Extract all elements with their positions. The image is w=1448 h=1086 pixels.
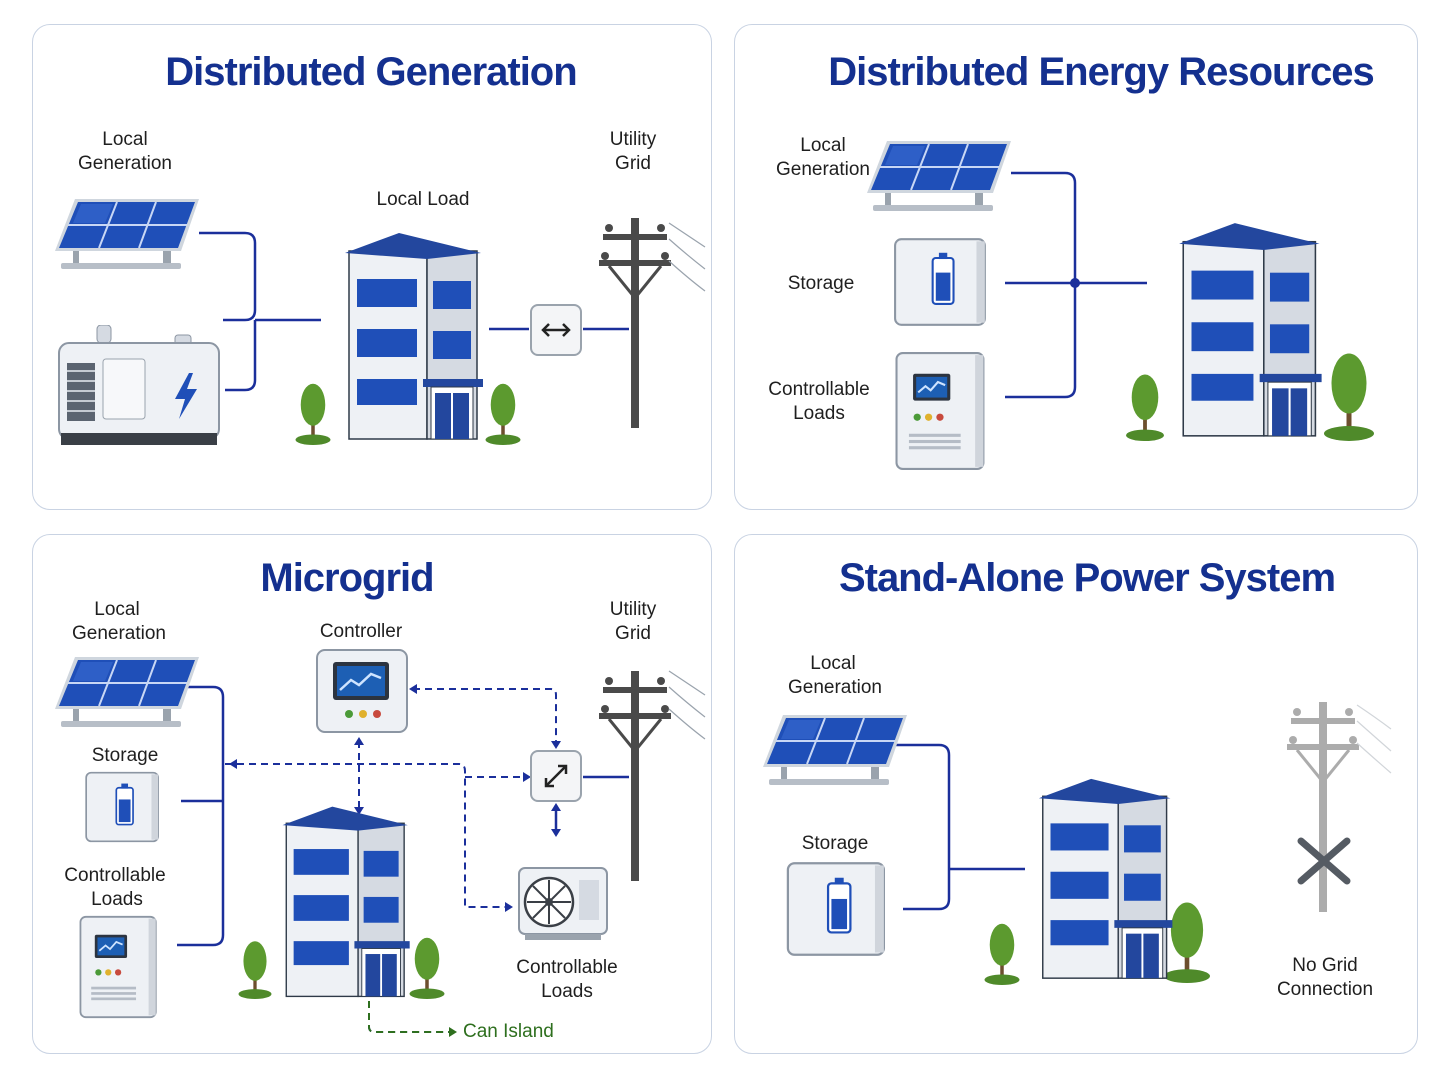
controller-label: Controller bbox=[320, 621, 403, 642]
arrowheads bbox=[229, 684, 561, 912]
tree-icon bbox=[1324, 353, 1374, 441]
tree-icon bbox=[295, 383, 331, 445]
tree-icon bbox=[485, 383, 521, 445]
solar-panel-icon bbox=[54, 656, 200, 728]
connection-lines bbox=[895, 743, 1025, 911]
distributed-generation-diagram: Distributed Generation Local Generation … bbox=[54, 50, 706, 446]
utility-pole-icon bbox=[597, 216, 673, 430]
panel-title: Distributed Generation bbox=[165, 50, 576, 94]
generator-icon bbox=[58, 325, 220, 446]
local-generation-label-2: Generation bbox=[78, 153, 172, 174]
junction-node bbox=[1070, 278, 1080, 288]
panel-microgrid: Microgrid Local Generation Controller Ut… bbox=[32, 534, 712, 1054]
local-generation-label-2: Generation bbox=[776, 159, 870, 180]
local-load-label: Local Load bbox=[377, 189, 470, 210]
local-generation-label-1: Local bbox=[102, 129, 147, 150]
controllable-loads-right-label-1: Controllable bbox=[516, 957, 617, 978]
building-icon bbox=[1178, 222, 1323, 437]
tree-icon bbox=[238, 941, 272, 999]
no-grid-x-icon bbox=[1297, 837, 1351, 885]
building-icon bbox=[344, 232, 483, 440]
local-generation-label-1: Local bbox=[800, 135, 845, 156]
power-wires bbox=[668, 222, 706, 292]
microgrid-diagram: Microgrid Local Generation Controller Ut… bbox=[54, 556, 706, 1042]
panel-title: Stand-Alone Power System bbox=[839, 556, 1335, 600]
no-grid-label-2: Connection bbox=[1277, 979, 1373, 1000]
panel-title: Microgrid bbox=[260, 556, 433, 600]
stand-alone-diagram: Stand-Alone Power System Local Generatio… bbox=[762, 556, 1392, 1000]
bidirectional-switch-icon bbox=[529, 303, 583, 357]
storage-label: Storage bbox=[788, 273, 855, 294]
tree-icon bbox=[409, 937, 445, 999]
local-generation-label-1: Local bbox=[810, 653, 855, 674]
panel-title: Distributed Energy Resources bbox=[828, 50, 1374, 94]
tree-icon bbox=[1126, 374, 1164, 441]
tree-icon bbox=[984, 923, 1020, 985]
local-generation-label-2: Generation bbox=[72, 623, 166, 644]
controllable-loads-label-1: Controllable bbox=[768, 379, 869, 400]
controllable-loads-left-label-1: Controllable bbox=[64, 865, 165, 886]
controllable-load-icon bbox=[895, 352, 985, 470]
utility-grid-label-2: Grid bbox=[615, 623, 651, 644]
power-wires bbox=[668, 670, 706, 740]
building-icon bbox=[281, 805, 411, 998]
controllable-load-icon bbox=[79, 915, 157, 1019]
solar-panel-icon bbox=[866, 140, 1012, 212]
storage-label: Storage bbox=[92, 745, 159, 766]
connection-lines bbox=[199, 231, 629, 392]
heat-pump-icon bbox=[517, 866, 609, 942]
can-island-label: Can Island bbox=[463, 1021, 554, 1042]
controllable-loads-label-2: Loads bbox=[793, 403, 845, 424]
local-generation-label-2: Generation bbox=[788, 677, 882, 698]
tree-icon bbox=[1164, 902, 1210, 983]
controller-icon bbox=[315, 648, 409, 734]
battery-storage-icon bbox=[786, 861, 886, 957]
utility-grid-label-1: Utility bbox=[610, 599, 657, 620]
building-icon bbox=[1038, 778, 1174, 979]
panel-distributed-energy-resources: Distributed Energy Resources Local Gener… bbox=[734, 24, 1418, 510]
utility-grid-label-1: Utility bbox=[610, 129, 657, 150]
solar-panel-icon bbox=[54, 198, 200, 270]
solar-panel-icon bbox=[762, 714, 908, 786]
bidirectional-switch-icon bbox=[529, 749, 583, 803]
local-generation-label-1: Local bbox=[94, 599, 139, 620]
no-grid-label-1: No Grid bbox=[1292, 955, 1357, 976]
storage-label: Storage bbox=[802, 833, 869, 854]
controllable-loads-left-label-2: Loads bbox=[91, 889, 143, 910]
distributed-energy-resources-diagram: Distributed Energy Resources Local Gener… bbox=[768, 50, 1375, 470]
battery-storage-icon bbox=[894, 238, 986, 326]
disconnected-utility-pole-icon bbox=[1285, 700, 1392, 914]
controllable-loads-right-label-2: Loads bbox=[541, 981, 593, 1002]
utility-grid-label-2: Grid bbox=[615, 153, 651, 174]
panel-stand-alone-power-system: Stand-Alone Power System Local Generatio… bbox=[734, 534, 1418, 1054]
panel-distributed-generation: Distributed Generation Local Generation … bbox=[32, 24, 712, 510]
island-path bbox=[368, 1001, 453, 1033]
battery-storage-icon bbox=[85, 771, 160, 843]
